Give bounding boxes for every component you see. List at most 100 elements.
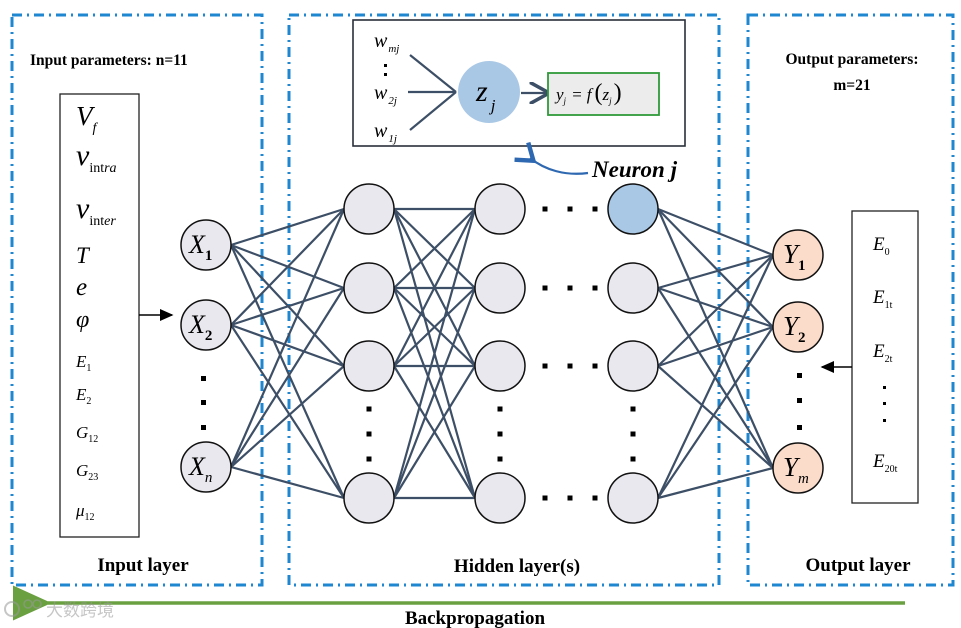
ellipsis-dot xyxy=(497,431,503,437)
ellipsis-dot xyxy=(567,206,573,212)
activation-function-label: yj= f(zj) xyxy=(554,80,622,106)
connection-edge xyxy=(657,208,774,328)
connection-edge xyxy=(393,208,476,289)
input-layer-label: Input layer xyxy=(97,555,189,576)
ellipsis-dot xyxy=(630,456,636,462)
connection-edge xyxy=(230,286,345,327)
ellipsis-dot xyxy=(366,456,372,462)
output-parameter: E1t xyxy=(872,287,893,311)
output-node xyxy=(772,442,824,494)
weight-label: wmj xyxy=(374,30,399,55)
output-ellipsis xyxy=(797,373,802,430)
output-node xyxy=(772,229,824,281)
connection-edge xyxy=(656,208,775,469)
watermark-logo-icon xyxy=(32,599,42,609)
output-node-label: Y2 xyxy=(783,311,806,346)
connection-edge xyxy=(229,208,346,468)
input-parameter: νintra xyxy=(76,139,117,176)
ellipsis-dot xyxy=(542,285,548,291)
hidden-node xyxy=(607,472,659,524)
hidden-ellipsis xyxy=(366,206,636,501)
input-node-label: X2 xyxy=(188,310,212,344)
connection-edge xyxy=(230,208,345,326)
weight-label: w2j xyxy=(374,82,397,107)
weight-label: w1j xyxy=(374,120,397,145)
activation-function-box xyxy=(547,72,660,116)
output-parameter: E0 xyxy=(872,234,890,258)
ellipsis-dot xyxy=(542,363,548,369)
weight-edge xyxy=(409,91,457,131)
input-node xyxy=(180,441,232,493)
watermark-text: 大数跨境 xyxy=(46,601,114,621)
connection-edge xyxy=(230,465,345,500)
input-ellipsis xyxy=(201,376,206,430)
ellipsis-dot xyxy=(883,386,886,389)
output-node-label: Y1 xyxy=(783,239,806,274)
ellipsis-dot xyxy=(366,431,372,437)
backpropagation-label: Backpropagation xyxy=(405,608,546,628)
output-panel-title-line1: Output parameters: xyxy=(785,51,918,68)
hidden-node xyxy=(474,472,526,524)
ellipsis-dot xyxy=(384,73,387,76)
hidden-node xyxy=(343,472,395,524)
connection-edge xyxy=(230,324,345,499)
connection-edge xyxy=(393,208,476,367)
connection-edge xyxy=(657,254,774,367)
hidden-node xyxy=(343,183,395,235)
connection-edge xyxy=(393,365,476,499)
ellipsis-dot xyxy=(797,373,802,378)
neuron-z-node xyxy=(458,61,520,123)
connection-edge xyxy=(657,286,774,329)
ellipsis-dot xyxy=(883,402,886,405)
connection-edge xyxy=(657,325,774,368)
connection-edge xyxy=(230,365,345,468)
input-parameter: G23 xyxy=(76,461,98,483)
output-node xyxy=(772,301,824,353)
hidden-node xyxy=(474,183,526,235)
ellipsis-dot xyxy=(567,285,573,291)
ellipsis-dot xyxy=(497,456,503,462)
ellipsis-dot xyxy=(384,64,387,67)
hidden-node xyxy=(343,262,395,314)
ellipsis-dot xyxy=(497,406,503,412)
connection-edge xyxy=(392,208,477,499)
ellipsis-dot xyxy=(567,495,573,501)
ellipsis-dot xyxy=(567,363,573,369)
ellipsis-dot xyxy=(630,406,636,412)
hidden-node xyxy=(343,340,395,392)
input-parameter: T xyxy=(76,243,91,268)
input-node xyxy=(180,219,232,271)
output-param-ellipsis xyxy=(883,386,886,422)
connection-edge xyxy=(657,254,774,499)
weight-labels: wmj w2j w1j xyxy=(374,30,399,145)
output-panel-title-line2: m=21 xyxy=(833,77,870,94)
watermark: 大数跨境 xyxy=(4,599,114,621)
watermark-logo-icon xyxy=(23,599,33,609)
connection-edge xyxy=(657,466,774,500)
ellipsis-dot xyxy=(201,425,206,430)
hidden-layer-panel xyxy=(287,13,721,587)
output-parameter: E2t xyxy=(872,341,893,365)
connection-edge xyxy=(657,326,774,499)
connection-edges xyxy=(229,207,775,500)
hidden-node xyxy=(607,262,659,314)
connection-edge xyxy=(657,253,774,290)
input-node-label: X1 xyxy=(188,230,212,264)
output-layer-label: Output layer xyxy=(805,555,911,576)
connection-edge xyxy=(230,287,345,468)
watermark-logo-icon xyxy=(4,601,20,617)
output-parameter-box xyxy=(851,210,919,504)
ellipsis-dot xyxy=(883,419,886,422)
input-layer-panel xyxy=(10,13,264,587)
input-panel-title: Input parameters: n=11 xyxy=(30,52,188,69)
connection-edge xyxy=(230,207,345,247)
input-parameter: μ12 xyxy=(75,501,95,523)
input-parameter: νinter xyxy=(76,192,116,229)
ellipsis-dot xyxy=(592,206,598,212)
input-parameter: Vf xyxy=(76,101,99,136)
neuron-callout-arrow xyxy=(514,141,589,175)
input-node-label: Xn xyxy=(188,452,212,486)
